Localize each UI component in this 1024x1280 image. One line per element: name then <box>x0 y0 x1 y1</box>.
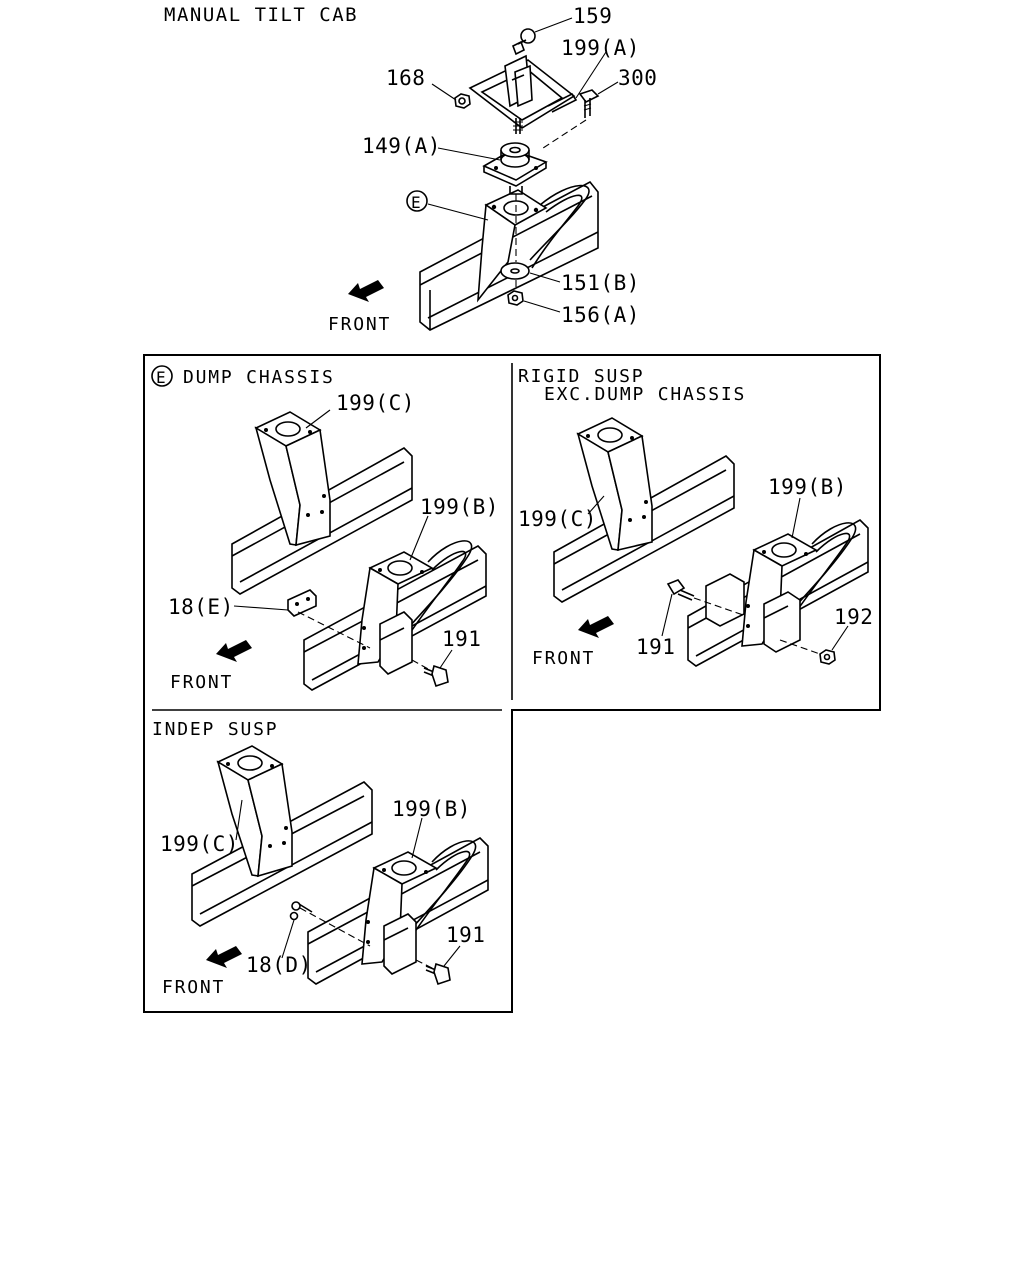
main-leader-lines <box>427 17 619 313</box>
dump-front-arrow-icon <box>216 640 252 662</box>
rigid-front-label: FRONT <box>532 648 595 669</box>
dump-leader-191 <box>439 649 453 669</box>
dump-e-marker: E <box>156 368 166 387</box>
dump-bracket-199c <box>254 411 331 547</box>
indep-panel-title: INDEP SUSP <box>152 719 278 740</box>
indep-front-label: FRONT <box>162 977 225 998</box>
panel-dump-chassis: E DUMP CHASSIS <box>151 365 499 693</box>
rigid-callout-192: 192 <box>834 605 873 629</box>
dump-front-label: FRONT <box>170 672 233 693</box>
indep-bracket-199b <box>361 840 477 975</box>
rigid-center-lines <box>693 597 821 655</box>
rigid-leader-199c <box>587 495 605 515</box>
main-bolt-300 <box>578 89 600 118</box>
main-bolt-159 <box>511 28 536 56</box>
indep-callout-18d: 18(D) <box>246 953 312 977</box>
dump-callout-191: 191 <box>442 627 481 651</box>
main-front-label: FRONT <box>328 314 391 335</box>
dump-bolt-191 <box>423 664 449 688</box>
indep-callout-199c: 199(C) <box>160 832 239 856</box>
rigid-callout-191: 191 <box>636 635 675 659</box>
rigid-bolt-191 <box>666 579 695 601</box>
diagram-title: MANUAL TILT CAB <box>164 4 358 26</box>
dump-leader-199c <box>305 409 331 429</box>
dump-plate-18e <box>287 589 317 617</box>
rigid-front-arrow-icon <box>578 616 614 638</box>
rigid-bracket-199b <box>705 522 857 653</box>
panel-indep-susp: INDEP SUSP <box>152 719 489 998</box>
dump-center-lines <box>297 611 431 671</box>
rigid-leader-192 <box>831 625 849 651</box>
indep-bracket-199c <box>216 745 293 878</box>
rigid-leader-199b <box>791 497 801 539</box>
main-washer-151b <box>500 262 530 280</box>
indep-clip-18d <box>289 901 313 921</box>
rigid-leader-191 <box>661 593 673 637</box>
indep-leader-199c <box>235 799 243 841</box>
main-front-arrow-icon <box>348 280 384 302</box>
rigid-bracket-199c <box>576 417 653 552</box>
indep-front-arrow-icon <box>206 946 242 968</box>
main-assembly-center-lines <box>515 119 587 291</box>
indep-callout-191: 191 <box>446 923 485 947</box>
dump-callout-199c: 199(C) <box>336 391 415 415</box>
indep-leader-191 <box>443 945 461 967</box>
callout-168: 168 <box>386 66 425 90</box>
callout-e-letter: E <box>411 193 421 212</box>
callout-159: 159 <box>573 4 612 28</box>
dump-leader-18e <box>233 605 289 611</box>
indep-bolt-191 <box>425 962 451 986</box>
main-upper-bracket-199a <box>468 54 578 129</box>
main-rubber-mount-149a <box>482 142 548 195</box>
rigid-callout-199c: 199(C) <box>518 507 597 531</box>
rigid-panel-title-2: EXC.DUMP CHASSIS <box>544 384 746 405</box>
main-nut-156a <box>507 290 524 306</box>
rigid-nut-192 <box>819 649 836 665</box>
panel-rigid-susp: RIGID SUSP EXC.DUMP CHASSIS <box>518 366 873 669</box>
main-nut-168 <box>454 93 471 109</box>
rigid-callout-199b: 199(B) <box>768 475 847 499</box>
dump-callout-18e: 18(E) <box>168 595 234 619</box>
dump-bracket-199b <box>357 540 473 675</box>
indep-leader-18d <box>281 919 295 959</box>
rigid-panel-title-1: RIGID SUSP <box>518 366 644 387</box>
main-stud-below-bracket <box>513 118 523 134</box>
callout-149a: 149(A) <box>362 134 441 158</box>
callout-199a: 199(A) <box>561 36 640 60</box>
dump-callout-199b: 199(B) <box>420 495 499 519</box>
indep-callout-199b: 199(B) <box>392 797 471 821</box>
callout-e-circle <box>406 190 428 212</box>
indep-center-lines <box>299 907 433 969</box>
callout-151b: 151(B) <box>561 271 640 295</box>
dump-leader-199b <box>409 515 429 561</box>
dump-e-circle <box>151 365 173 387</box>
indep-leader-199b <box>411 817 423 859</box>
panel-frames <box>143 354 881 1013</box>
dump-panel-title: DUMP CHASSIS <box>183 367 335 388</box>
callout-156a: 156(A) <box>561 303 640 327</box>
callout-300: 300 <box>618 66 657 90</box>
